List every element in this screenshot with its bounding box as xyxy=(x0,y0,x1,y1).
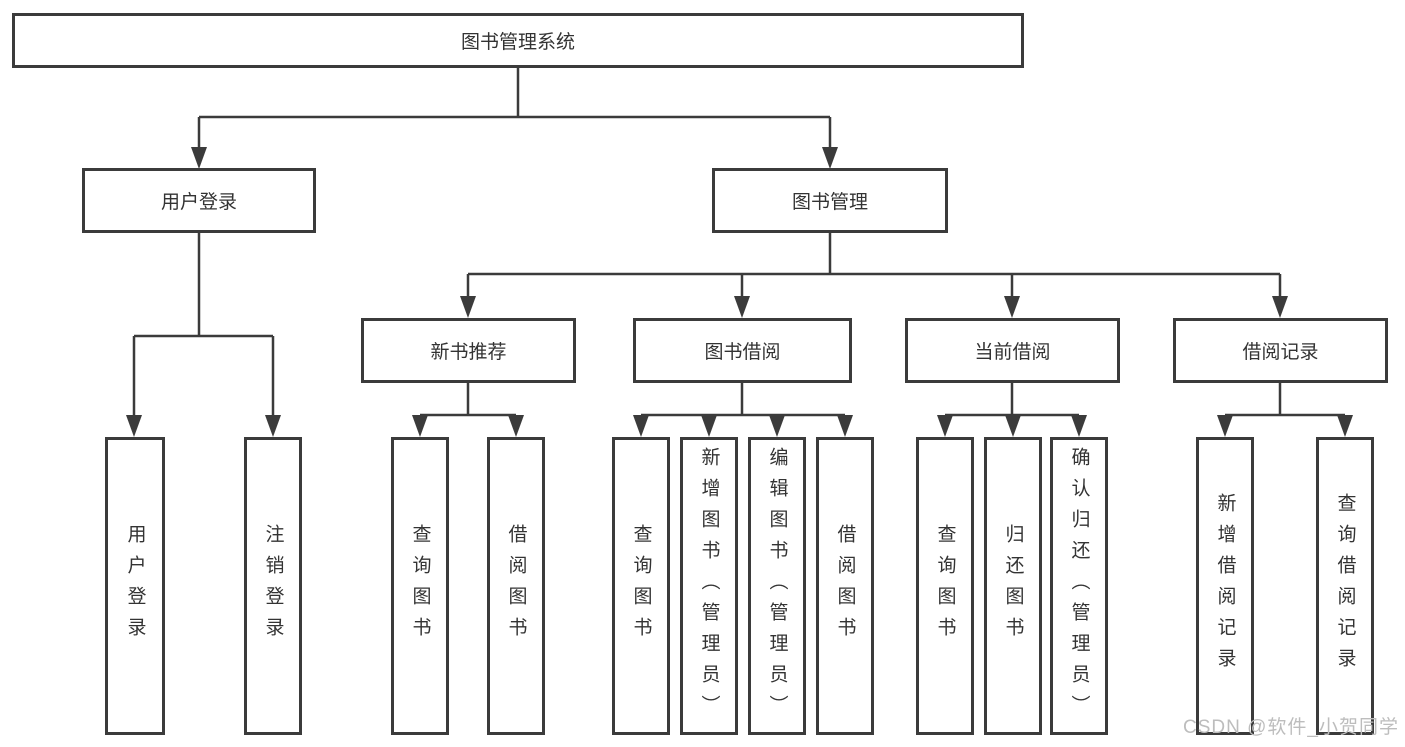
node-root-label: 图书管理系统 xyxy=(460,32,575,53)
leaf-logout-label: 注销登录 xyxy=(262,524,284,648)
leaf-query-borrow-record-label: 查询借阅记录 xyxy=(1334,493,1356,679)
leaf-query-books-current-label: 查询图书 xyxy=(934,524,956,648)
leaf-query-books-borrow: 查询图书 xyxy=(612,437,670,735)
leaf-add-borrow-record-label: 新增借阅记录 xyxy=(1214,493,1236,679)
node-new-book-recommend: 新书推荐 xyxy=(361,318,576,383)
leaf-return-book-label: 归还图书 xyxy=(1002,524,1024,648)
leaf-add-book-admin: 新增图书（管理员） xyxy=(680,437,738,735)
leaf-logout: 注销登录 xyxy=(244,437,302,735)
node-borrow-records-label: 借阅记录 xyxy=(1242,342,1319,363)
leaf-add-borrow-record: 新增借阅记录 xyxy=(1196,437,1254,735)
connectors-group xyxy=(126,68,1353,437)
node-borrow-records: 借阅记录 xyxy=(1173,318,1388,383)
leaf-edit-book-admin-label: 编辑图书（管理员） xyxy=(766,446,788,726)
leaf-user-login: 用户登录 xyxy=(105,437,165,735)
node-user-login: 用户登录 xyxy=(82,168,316,233)
leaf-query-books-recommend: 查询图书 xyxy=(391,437,449,735)
leaf-borrow-books-recommend-label: 借阅图书 xyxy=(505,524,527,648)
leaf-query-books-recommend-label: 查询图书 xyxy=(409,524,431,648)
node-book-borrow-label: 图书借阅 xyxy=(704,342,781,363)
node-root: 图书管理系统 xyxy=(12,13,1024,68)
leaf-add-book-admin-label: 新增图书（管理员） xyxy=(698,446,720,726)
leaf-query-books-current: 查询图书 xyxy=(916,437,974,735)
leaf-confirm-return-admin-label: 确认归还（管理员） xyxy=(1068,446,1090,726)
leaf-return-book: 归还图书 xyxy=(984,437,1042,735)
leaf-confirm-return-admin: 确认归还（管理员） xyxy=(1050,437,1108,735)
node-user-login-label: 用户登录 xyxy=(160,192,237,213)
node-book-management-label: 图书管理 xyxy=(791,192,868,213)
node-current-borrow-label: 当前借阅 xyxy=(974,342,1051,363)
leaf-user-login-label: 用户登录 xyxy=(124,524,146,648)
leaf-edit-book-admin: 编辑图书（管理员） xyxy=(748,437,806,735)
node-book-management: 图书管理 xyxy=(712,168,948,233)
watermark: CSDN @软件_小贺同学 xyxy=(1183,717,1399,738)
leaf-query-books-borrow-label: 查询图书 xyxy=(630,524,652,648)
node-new-book-recommend-label: 新书推荐 xyxy=(430,342,507,363)
node-book-borrow: 图书借阅 xyxy=(633,318,852,383)
node-current-borrow: 当前借阅 xyxy=(905,318,1120,383)
leaf-borrow-books-borrow-label: 借阅图书 xyxy=(834,524,856,648)
leaf-borrow-books-recommend: 借阅图书 xyxy=(487,437,545,735)
leaf-query-borrow-record: 查询借阅记录 xyxy=(1316,437,1374,735)
leaf-borrow-books-borrow: 借阅图书 xyxy=(816,437,874,735)
